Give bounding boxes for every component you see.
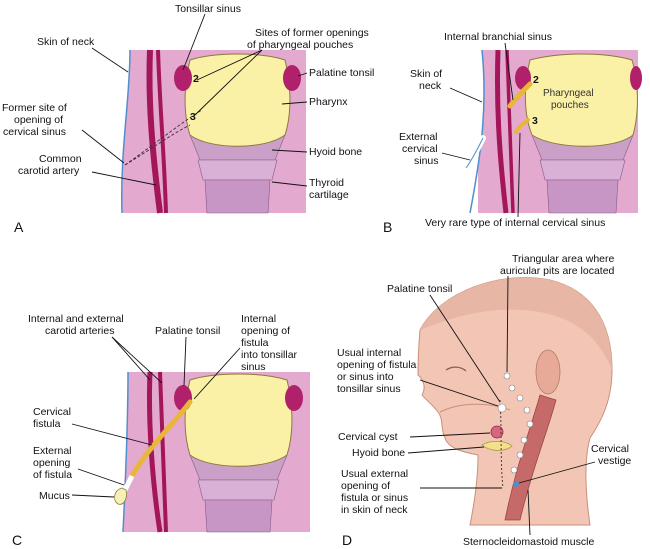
panel-a: 2 3 Tonsillar sinus Skin of neck Sites o… [2, 3, 374, 235]
panel-d-hyoid [481, 440, 513, 451]
panel-c-label-mucus: Mucus [39, 490, 70, 502]
panel-b: 2 3 Pharyngeal pouches Internal branchia… [383, 31, 642, 235]
panel-d-ear [535, 349, 561, 395]
panel-c: Internal and external carotid arteries P… [12, 313, 310, 548]
panel-b-num-2: 2 [533, 74, 539, 86]
panel-c-external-carotid [158, 371, 168, 533]
panel-d-label-usual-internal-3: or sinus into [337, 371, 394, 383]
panel-c-label-internal-2: opening of [241, 325, 290, 337]
panel-b-label-external-1: External [399, 131, 438, 143]
panel-a-label-hyoid: Hyoid bone [309, 146, 362, 158]
panel-b-carotid-artery [494, 49, 509, 214]
panel-d-sternocleidomastoid [504, 394, 557, 521]
panel-b-label-pharyngeal-2: pouches [551, 100, 589, 111]
panel-d-auricular-pits [497, 372, 534, 474]
panel-d-label-usual-internal-2: opening of fistula [337, 359, 417, 371]
panel-a-label-sites-2: of pharyngeal pouches [247, 39, 353, 51]
panel-b-label-skin-2: neck [419, 80, 442, 92]
panel-a-label-common-2: carotid artery [18, 165, 80, 177]
panel-a-label-former-site-2: opening of [14, 114, 63, 126]
panel-d-label-vestige-1: Cervical [591, 443, 629, 455]
panel-c-skin-line [122, 371, 129, 533]
panel-d-label-usual-internal-4: tonsillar sinus [337, 383, 401, 395]
panel-b-label-skin-1: Skin of [410, 68, 442, 80]
panel-a-label-former-site-1: Former site of [2, 102, 67, 114]
panel-a-pharynx [184, 53, 291, 147]
panel-d-label-usual-external-4: in skin of neck [341, 504, 408, 516]
panel-b-label-pharyngeal-1: Pharyngeal [543, 88, 594, 99]
panel-c-label-external-3: of fistula [33, 469, 72, 481]
panel-d-letter: D [342, 532, 352, 548]
panel-a-label-thyroid-1: Thyroid [309, 177, 344, 189]
panel-a-label-former-site-3: cervical sinus [3, 126, 66, 138]
panel-a-label-skin-of-neck: Skin of neck [37, 36, 95, 48]
panel-c-label-external-1: External [33, 445, 72, 457]
panel-b-tonsil-right [630, 66, 642, 90]
panel-c-label-internal-5: sinus [241, 361, 266, 373]
panel-c-label-palatine-tonsil: Palatine tonsil [155, 325, 220, 337]
panel-a-label-thyroid-2: cartilage [309, 189, 349, 201]
panel-b-rare-internal-sinus [514, 118, 530, 134]
panel-c-label-carotid-1: Internal and external [28, 313, 124, 325]
panel-b-num-3: 3 [532, 115, 538, 127]
panel-d-label-triangular-1: Triangular area where [512, 253, 614, 265]
panel-c-letter: C [12, 532, 22, 548]
panel-d-cervical-vestige [513, 481, 519, 487]
panel-a-label-sites-1: Sites of former openings [255, 27, 369, 39]
panel-a-palatine-tonsil-left [174, 65, 192, 91]
panel-d-label-usual-external-3: fistula or sinus [341, 492, 408, 504]
panel-c-label-internal-1: Internal [241, 313, 276, 325]
panel-a-num-3: 3 [190, 111, 196, 123]
panel-d-label-scm: Sternocleidomastoid muscle [463, 536, 594, 548]
panel-d-label-usual-internal-1: Usual internal [337, 347, 401, 359]
panel-b-label-external-3: sinus [414, 155, 439, 167]
panel-d-cervical-cyst [490, 425, 504, 439]
panel-d-label-cervical-cyst: Cervical cyst [338, 431, 398, 443]
panel-a-letter: A [14, 219, 24, 235]
panel-b-label-very-rare: Very rare type of internal cervical sinu… [425, 217, 605, 229]
panel-c-pharynx [184, 373, 293, 467]
panel-c-label-carotid-2: carotid arteries [45, 325, 114, 337]
panel-b-label-internal-branchial-sinus: Internal branchial sinus [444, 31, 552, 43]
panel-b-letter: B [383, 219, 392, 235]
panel-a-former-sinus-dashed [124, 109, 203, 166]
panel-b-skin-line [469, 49, 485, 214]
panel-a-carotid-artery [146, 49, 163, 214]
panel-a-label-common-1: Common [39, 153, 82, 165]
panel-a-label-palatine-tonsil: Palatine tonsil [309, 67, 374, 79]
panel-b-pharynx [524, 53, 638, 147]
panel-b-internal-branchial-sinus [507, 81, 533, 109]
panel-c-label-internal-4: into tonsillar [241, 349, 298, 361]
panel-b-label-external-2: cervical [402, 143, 438, 155]
panel-a-num-2: 2 [193, 73, 199, 85]
panel-d-label-usual-external-1: Usual external [341, 468, 408, 480]
panel-d-eye [445, 366, 467, 372]
panel-a-label-pharynx: Pharynx [309, 96, 348, 108]
panel-c-label-fistula-1: Cervical [33, 406, 71, 418]
panel-d-label-vestige-2: vestige [598, 455, 631, 467]
panel-a-skin-line [120, 49, 131, 214]
panel-c-label-external-2: opening [33, 457, 71, 469]
panel-c-label-fistula-2: fistula [33, 418, 61, 430]
panel-d-label-hyoid: Hyoid bone [352, 447, 405, 459]
panel-d: Triangular area where auricular pits are… [337, 253, 631, 548]
panel-c-mucus [114, 487, 127, 505]
panel-c-cervical-fistula [129, 399, 193, 479]
panel-a-label-tonsillar-sinus: Tonsillar sinus [175, 3, 241, 15]
panel-a-palatine-tonsil-right [283, 65, 301, 91]
panel-c-label-internal-3: fistula [241, 337, 269, 349]
panel-d-label-usual-external-2: opening of [341, 480, 390, 492]
panel-d-label-triangular-2: auricular pits are located [500, 265, 615, 277]
panel-d-label-palatine-tonsil: Palatine tonsil [387, 283, 452, 295]
